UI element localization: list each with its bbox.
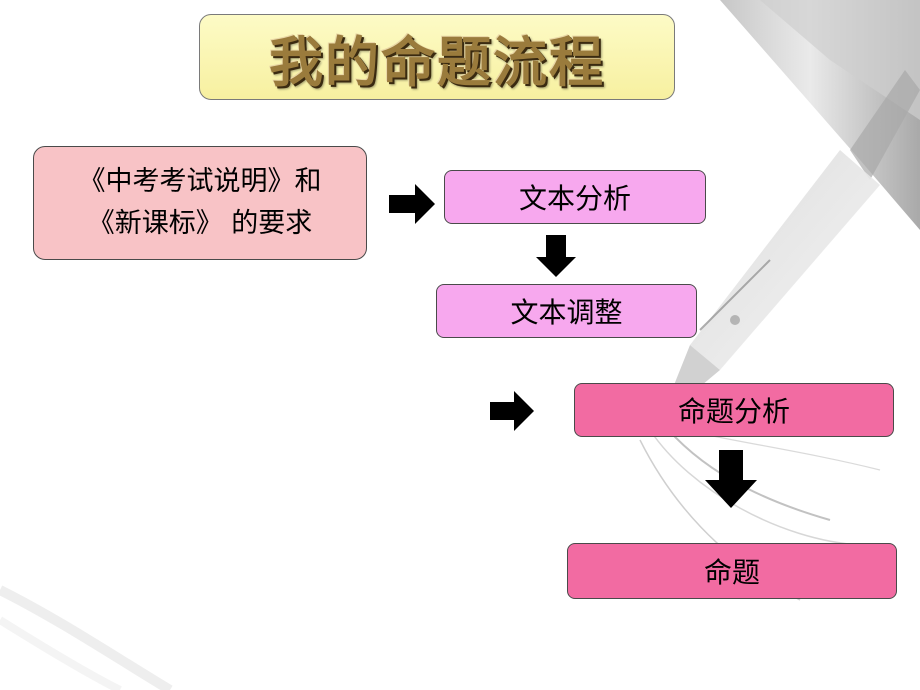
requirements-box: 《中考考试说明》和 《新课标》 的要求 — [33, 146, 367, 260]
question-analysis-box: 命题分析 — [574, 383, 894, 437]
question-analysis-label: 命题分析 — [677, 395, 790, 428]
down-arrow-icon — [536, 235, 576, 277]
question-label: 命题 — [703, 556, 760, 589]
title-box: 我的命题流程 — [199, 14, 675, 100]
down-arrow-icon — [705, 450, 757, 508]
text-analysis-box: 文本分析 — [444, 170, 706, 224]
requirements-line-2: 《新课标》 的要求 — [87, 208, 313, 239]
text-adjustment-label: 文本调整 — [510, 296, 623, 329]
right-arrow-icon — [490, 391, 534, 431]
question-box: 命题 — [567, 543, 897, 599]
page-title: 我的命题流程 — [269, 29, 605, 94]
text-analysis-label: 文本分析 — [518, 182, 631, 215]
text-adjustment-box: 文本调整 — [436, 284, 697, 338]
right-arrow-icon — [389, 184, 435, 224]
requirements-line-1: 《中考考试说明》和 — [78, 166, 322, 197]
